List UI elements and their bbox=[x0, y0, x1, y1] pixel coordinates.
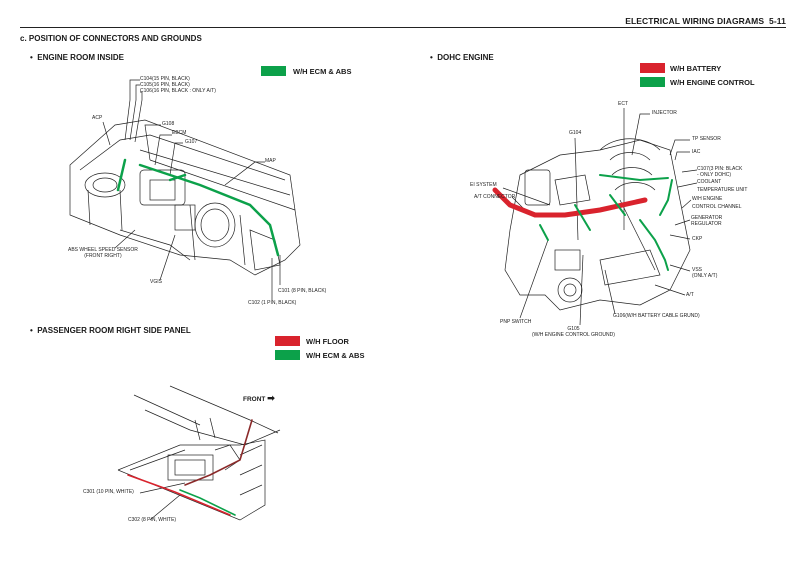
label-vgis: VGIS bbox=[150, 279, 162, 285]
header-rule bbox=[20, 27, 786, 28]
legend-swatch-green bbox=[640, 77, 665, 87]
label-injector: INJECTOR bbox=[652, 110, 677, 116]
front-indicator: FRONT ➡ bbox=[243, 393, 275, 404]
label-pnp-switch: PNP SWITCH bbox=[500, 319, 532, 325]
label-ect: ECT bbox=[618, 101, 628, 107]
legend-label-engine-control: W/H ENGINE CONTROL bbox=[670, 78, 755, 87]
dohc-engine-title: DOHC ENGINE bbox=[437, 53, 494, 62]
label-iac: IAC bbox=[692, 149, 701, 155]
legend-label-ecm-abs: W/H ECM & ABS bbox=[306, 351, 365, 360]
arrow-right-icon: ➡ bbox=[267, 393, 275, 403]
label-wh-engine-control-channel: W/H ENGINE CONTROL CHANNEL bbox=[692, 196, 742, 211]
label-at: A/T bbox=[686, 292, 694, 298]
label-map: MAP bbox=[265, 158, 276, 164]
label-vss: VSS (ONLY A/T) bbox=[692, 267, 718, 280]
label-wh-engine-line-2: CONTROL CHANNEL bbox=[692, 203, 742, 210]
passenger-room-title: PASSENGER ROOM RIGHT SIDE PANEL bbox=[37, 326, 191, 335]
bullet-icon: • bbox=[430, 53, 433, 62]
label-c101: C101 (8 PIN, BLACK) bbox=[278, 288, 327, 294]
header-title: ELECTRICAL WIRING DIAGRAMS bbox=[625, 16, 765, 26]
engine-room-heading: • ENGINE ROOM INSIDE bbox=[30, 53, 124, 62]
legend-swatch-green bbox=[275, 350, 300, 360]
legend-label-battery: W/H BATTERY bbox=[670, 64, 722, 73]
legend-swatch-green bbox=[261, 66, 286, 76]
label-generator-line-2: REGULATOR bbox=[691, 220, 722, 227]
label-g104: G104 bbox=[569, 130, 582, 136]
label-c107-line-2: - ONLY DOHC) bbox=[697, 171, 731, 178]
label-coolant-temp-unit: COOLANT TEMPERATURE UNIT bbox=[697, 179, 748, 194]
label-c301: C301 (10 PIN, WHITE) bbox=[83, 489, 134, 495]
label-c102: C102 (1 PIN, BLACK) bbox=[248, 300, 297, 306]
label-c302: C302 (8 PIN, WHITE) bbox=[128, 517, 177, 523]
label-wh-engine-line-1: W/H ENGINE bbox=[692, 196, 723, 202]
label-abs-wheel-speed-sensor: ABS WHEEL SPEED SENSOR (FRONT RIGHT) bbox=[68, 247, 138, 260]
label-c107-line-1: C107(3 PIN: BLACK bbox=[697, 166, 743, 172]
bullet-icon: • bbox=[30, 53, 33, 62]
label-g108: G108 bbox=[162, 121, 175, 127]
label-g105: G105 (W/H ENGINE CONTROL GROUND) bbox=[532, 326, 615, 339]
label-generator-regulator: GENERATOR REGULATOR bbox=[691, 215, 723, 228]
label-c107: C107(3 PIN: BLACK - ONLY DOHC) bbox=[697, 166, 743, 179]
label-g107: G107 bbox=[185, 139, 198, 145]
engine-room-title: ENGINE ROOM INSIDE bbox=[37, 53, 124, 62]
bullet-icon: • bbox=[30, 326, 33, 335]
label-vss-line-2: (ONLY A/T) bbox=[692, 272, 718, 279]
legend-swatch-red bbox=[640, 63, 665, 73]
label-vss-line-1: VSS bbox=[692, 267, 703, 273]
label-ei-system: EI SYSTEM bbox=[470, 182, 497, 188]
label-tp-sensor: TP SENSOR bbox=[692, 136, 721, 142]
section-title: c. POSITION OF CONNECTORS AND GROUNDS bbox=[20, 34, 202, 43]
label-generator-line-1: GENERATOR bbox=[691, 215, 723, 221]
legend-swatch-red bbox=[275, 336, 300, 346]
label-ckp: CKP bbox=[692, 236, 703, 242]
label-g105-line-1: G105 bbox=[567, 326, 580, 332]
legend-label-floor: W/H FLOOR bbox=[306, 337, 349, 346]
label-ebcm: EBCM bbox=[172, 130, 187, 136]
page-header: ELECTRICAL WIRING DIAGRAMS 5-11 bbox=[625, 16, 786, 26]
page-number: 5-11 bbox=[769, 16, 786, 26]
label-c106: C106(16 PIN, BLACK : ONLY A/T) bbox=[140, 88, 216, 94]
label-c105: C105(16 PIN, BLACK) bbox=[140, 82, 190, 88]
label-coolant-line-2: TEMPERATURE UNIT bbox=[697, 186, 748, 193]
legend-label-ecm-abs: W/H ECM & ABS bbox=[293, 67, 352, 76]
passenger-room-heading: • PASSENGER ROOM RIGHT SIDE PANEL bbox=[30, 326, 191, 335]
label-coolant-line-1: COOLANT bbox=[697, 179, 722, 185]
label-at-connector: A/T CONNECTOR bbox=[474, 194, 516, 200]
dohc-engine-heading: • DOHC ENGINE bbox=[430, 53, 494, 62]
label-g106: G106(W/H BATTERY CABLE GRUND) bbox=[613, 313, 700, 319]
label-acp: ACP bbox=[92, 115, 103, 121]
label-c104: C104(15 PIN, BLACK) bbox=[140, 76, 190, 82]
label-abs-line-2: (FRONT RIGHT) bbox=[84, 252, 122, 259]
front-label: FRONT bbox=[243, 396, 266, 403]
label-abs-line-1: ABS WHEEL SPEED SENSOR bbox=[68, 247, 138, 253]
label-g105-line-2: (W/H ENGINE CONTROL GROUND) bbox=[532, 331, 615, 338]
